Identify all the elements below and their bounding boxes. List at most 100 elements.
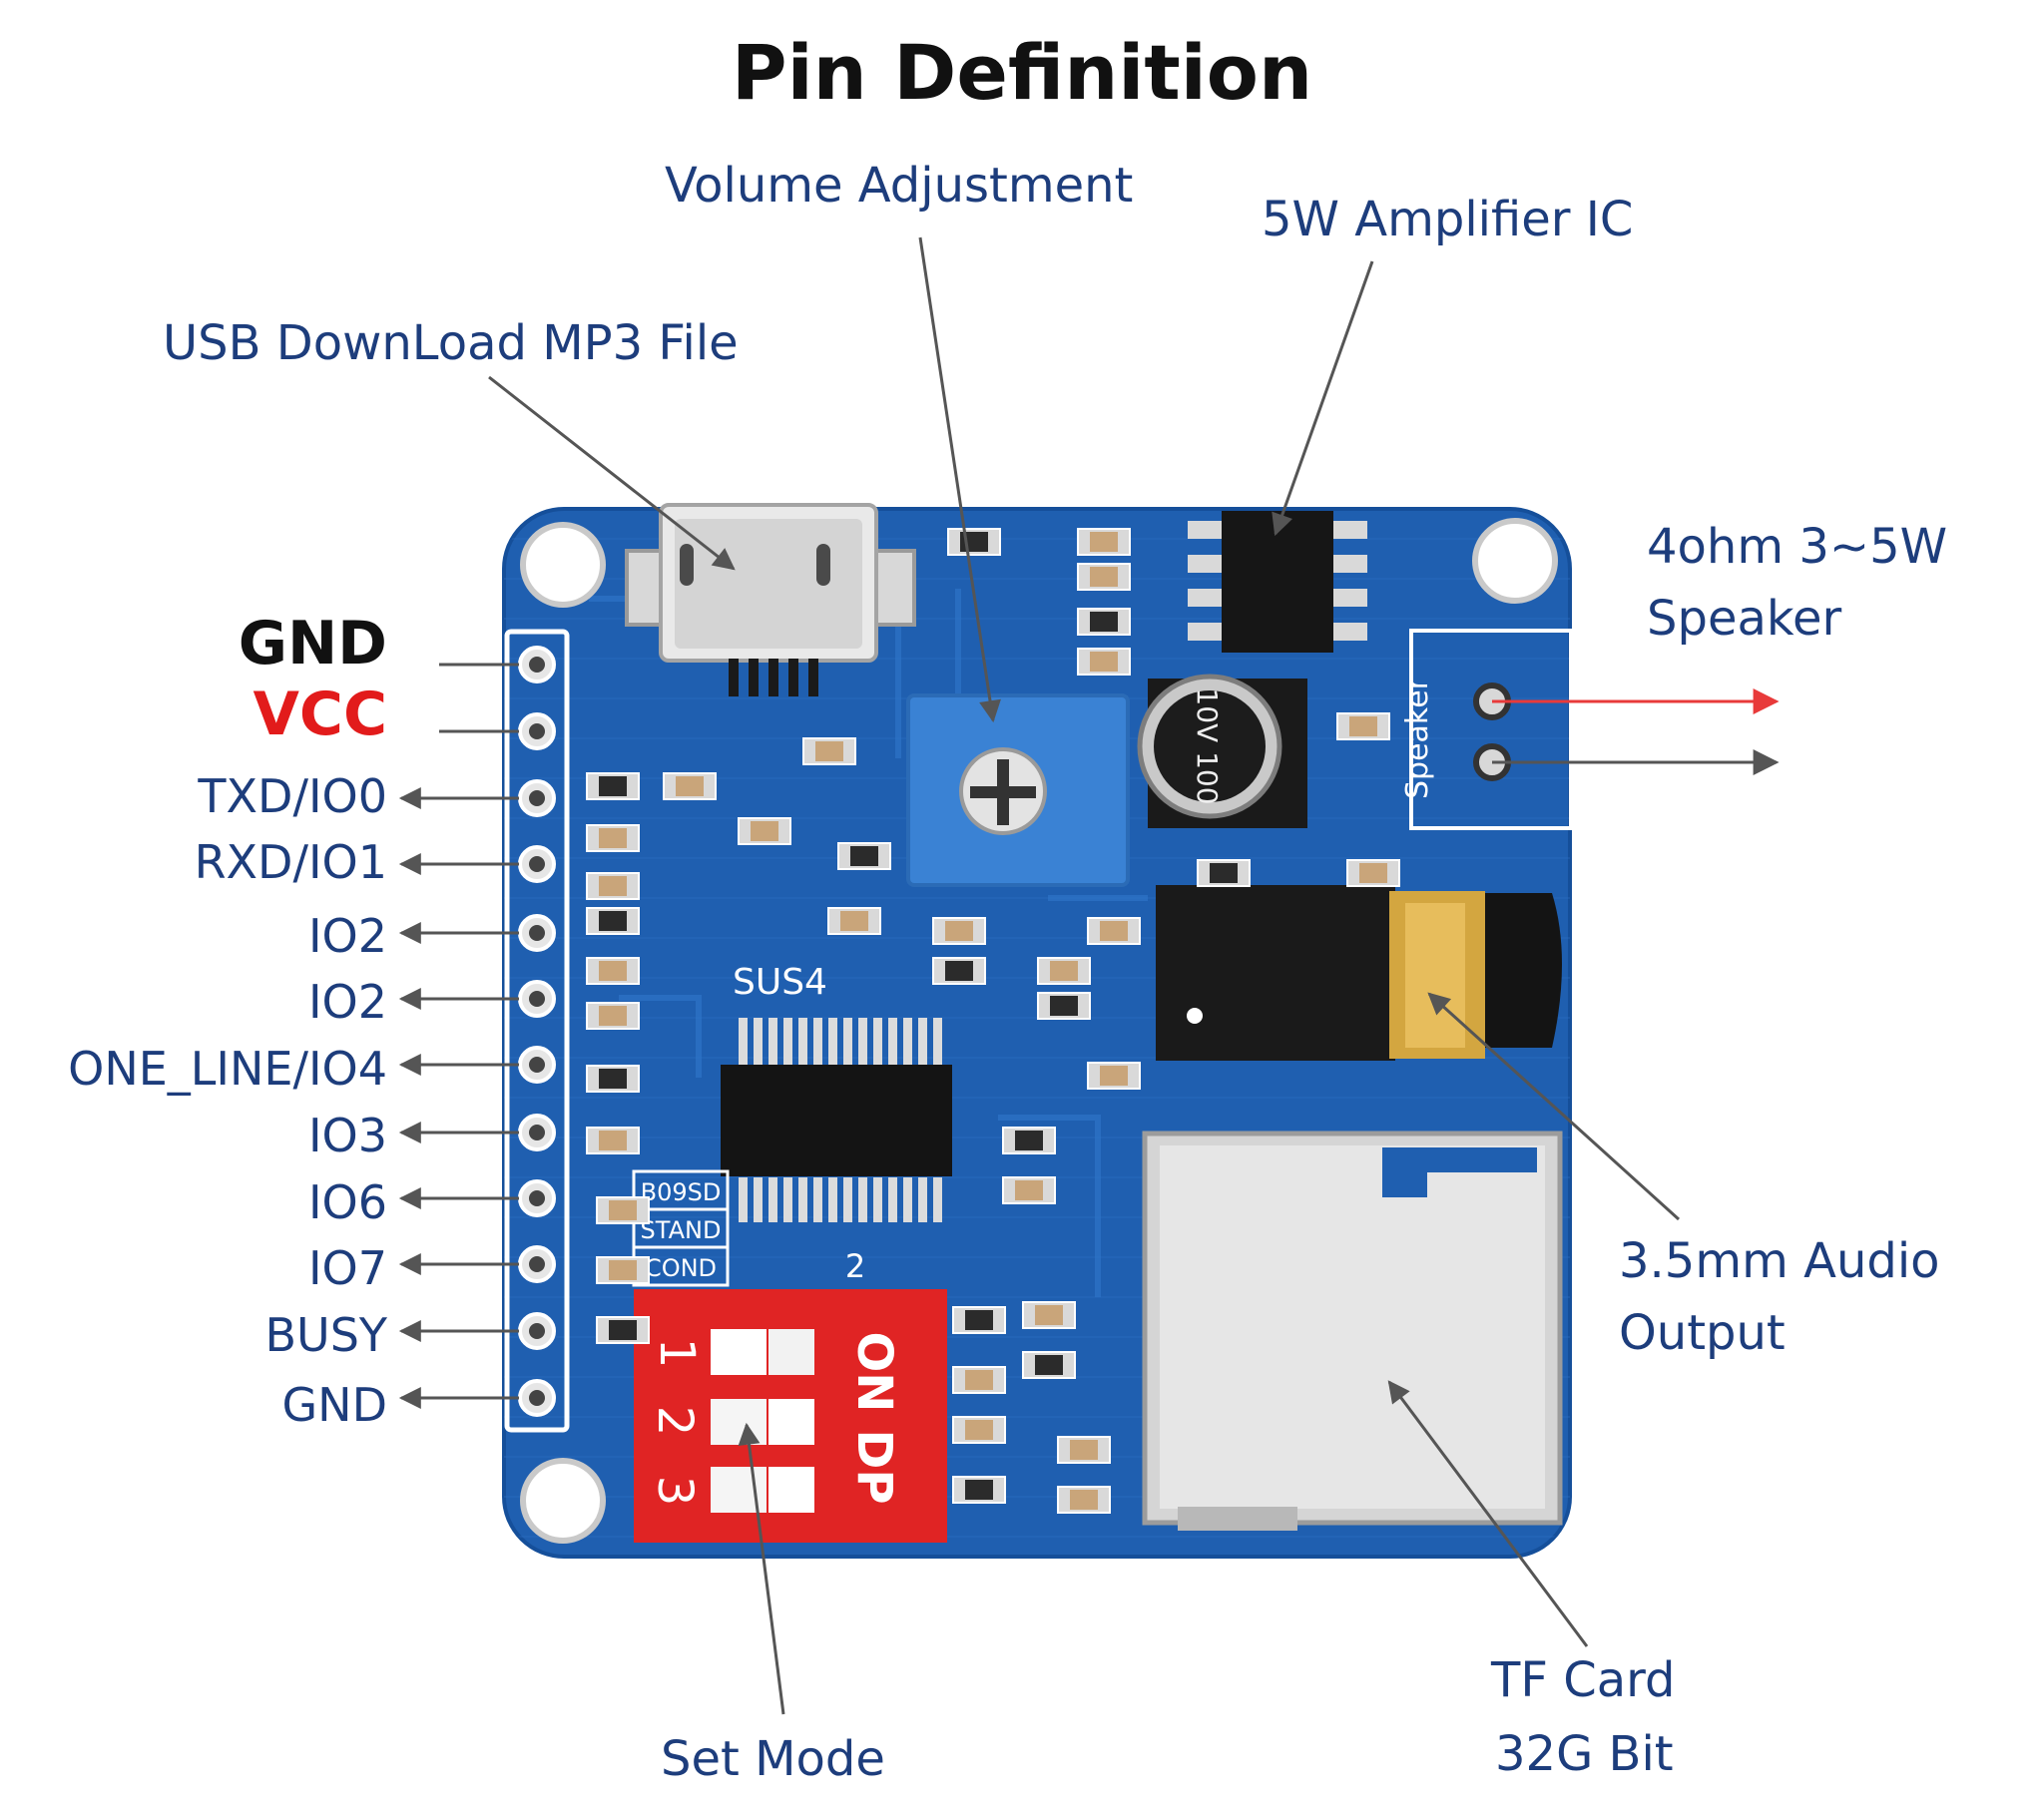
chip-pin — [933, 1177, 942, 1222]
smd-part — [1077, 528, 1131, 556]
set-mode-label: Set Mode — [661, 1731, 885, 1787]
pin-hole-center — [529, 657, 545, 673]
dip-dp-text: DP — [846, 1429, 902, 1504]
pin-hole-center — [529, 1190, 545, 1206]
amplifier-ic-chip — [1188, 511, 1367, 653]
smd-part — [1037, 992, 1091, 1020]
smd-part — [586, 957, 640, 985]
pin-hole-center — [529, 1057, 545, 1073]
smd-part — [738, 817, 791, 845]
pin-label-gnd-top: GND — [238, 609, 387, 679]
tf-arrow — [1387, 1380, 1589, 1647]
smd-part — [596, 1256, 650, 1284]
smd-part — [1336, 712, 1390, 740]
speaker-spec-label: 4ohm 3~5W — [1647, 519, 1948, 575]
chip-pin — [798, 1018, 807, 1065]
smd-part — [586, 772, 640, 800]
chip-pin — [843, 1177, 852, 1222]
sel-text-1: B09SD — [641, 1178, 722, 1206]
pos-2-silk: 2 — [845, 1247, 865, 1285]
smd-part — [1037, 957, 1091, 985]
smd-part — [586, 1065, 640, 1093]
chip-pin — [858, 1177, 867, 1222]
dip-num-3: 3 — [647, 1476, 703, 1507]
smd-part — [586, 872, 640, 900]
smd-part — [952, 1476, 1006, 1504]
chip-pin — [813, 1018, 822, 1065]
chip-pin — [918, 1018, 927, 1065]
smd-part — [952, 1366, 1006, 1394]
smd-part — [802, 737, 856, 765]
smd-part — [1057, 1486, 1111, 1514]
chip-pin — [843, 1018, 852, 1065]
dip-switch: 1 2 3 ON DP — [634, 1289, 947, 1543]
chip-pin — [873, 1018, 882, 1065]
chip-pin — [828, 1018, 837, 1065]
chip-pin — [933, 1018, 942, 1065]
smd-part — [1022, 1301, 1076, 1329]
usb-arrow — [488, 375, 736, 571]
chip-pin — [918, 1177, 927, 1222]
smd-components — [586, 528, 1400, 1514]
page-title: Pin Definition — [731, 28, 1313, 117]
chip-pin — [768, 1177, 777, 1222]
chip-pin — [888, 1018, 897, 1065]
chip-pin — [813, 1177, 822, 1222]
audio-output-label-2: Output — [1619, 1305, 1786, 1361]
pin-label-io3: IO3 — [307, 1109, 387, 1162]
smd-part — [1002, 1176, 1056, 1204]
tf-card-label-2: 32G Bit — [1495, 1726, 1674, 1782]
volume-potentiometer — [906, 693, 1130, 887]
smd-part — [1002, 1127, 1056, 1154]
smd-part — [663, 772, 717, 800]
smd-part — [932, 917, 986, 945]
smd-part — [827, 907, 881, 935]
dip-num-2: 2 — [647, 1406, 703, 1437]
smd-part — [932, 957, 986, 985]
chip-pin — [798, 1177, 807, 1222]
pin-hole-center — [529, 723, 545, 739]
chip-silk: SUS4 — [733, 962, 827, 1003]
chip-pin — [783, 1018, 792, 1065]
speaker-label: Speaker — [1647, 591, 1842, 647]
smd-part — [952, 1306, 1006, 1334]
dip-num-1: 1 — [649, 1338, 705, 1369]
pin-hole-center — [529, 790, 545, 806]
audio-arrow — [1427, 992, 1681, 1221]
audio-jack — [1156, 885, 1562, 1061]
smd-part — [1087, 917, 1141, 945]
chip-pin — [739, 1018, 748, 1065]
chip-pin — [888, 1177, 897, 1222]
pin-arrows — [398, 663, 519, 1409]
volume-arrow — [918, 236, 1001, 723]
chip-pin — [754, 1018, 763, 1065]
callout-arrows — [488, 236, 1681, 1715]
smd-part — [1087, 1062, 1141, 1090]
mode-silk: B09SD STAND COND 2 — [632, 1169, 865, 1287]
sel-text-3: COND — [645, 1254, 717, 1282]
smd-part — [952, 1416, 1006, 1444]
usb-download-label: USB DownLoad MP3 File — [163, 315, 739, 371]
pin-hole-center — [529, 1323, 545, 1339]
pin-hole-center — [529, 1125, 545, 1140]
tf-card-label-1: TF Card — [1491, 1652, 1676, 1708]
smd-part — [1197, 859, 1251, 887]
chip-pin — [783, 1177, 792, 1222]
pin-hole-center — [529, 1256, 545, 1272]
main-chip: SUS4 — [721, 962, 952, 1222]
smd-part — [596, 1196, 650, 1224]
chip-pin — [768, 1018, 777, 1065]
pin-label-rxd: RXD/IO1 — [194, 835, 387, 889]
electrolytic-capacitor: 10V 100 — [1137, 674, 1307, 828]
smd-part — [1077, 608, 1131, 636]
pin-label-vcc: VCC — [253, 680, 387, 749]
sel-text-2: STAND — [641, 1216, 722, 1244]
smd-part — [947, 528, 1001, 556]
smd-part — [1346, 859, 1400, 887]
pin-label-io2-b: IO2 — [307, 975, 387, 1029]
amp-arrow — [1272, 260, 1374, 537]
chip-pin — [739, 1177, 748, 1222]
smd-part — [1077, 648, 1131, 676]
smd-part — [586, 1002, 640, 1030]
chip-pin — [903, 1177, 912, 1222]
